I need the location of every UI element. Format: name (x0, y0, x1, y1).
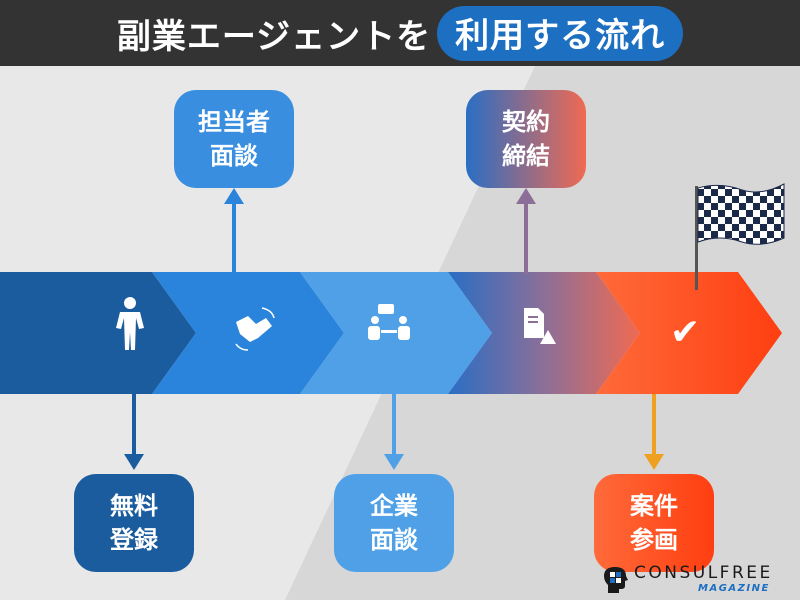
step-label-line2: 面談 (370, 526, 418, 554)
meeting-icon (368, 304, 410, 340)
checkmark-icon: ✔ (670, 312, 701, 353)
handshake-icon (235, 307, 275, 351)
step-box-company-interview: 企業 面談 (334, 474, 454, 572)
step-box-staff-interview: 担当者 面談 (174, 90, 294, 188)
step-box-free-registration: 無料 登録 (74, 474, 194, 572)
step-box-contract: 契約 締結 (466, 90, 586, 188)
step-label-line1: 契約 (502, 108, 550, 136)
arrow-to-step-1 (124, 394, 144, 470)
arrow-to-step-2 (224, 188, 244, 274)
logo-subtext: MAGAZINE (698, 583, 770, 594)
logo: CONSULFREE MAGAZINE (602, 563, 794, 597)
arrow-to-step-4 (516, 188, 536, 274)
step-label-line1: 案件 (630, 492, 678, 520)
step-box-project-join: 案件 参画 (594, 474, 714, 572)
step-label-line1: 担当者 (198, 108, 270, 136)
step-label-line1: 無料 (110, 492, 158, 520)
arrow-to-step-3 (384, 394, 404, 470)
logo-text: CONSULFREE (634, 563, 773, 583)
checkered-flag-icon (695, 183, 785, 290)
step-label-line1: 企業 (370, 492, 418, 520)
title-text: 副業エージェントを (116, 16, 432, 57)
flow-segment-1 (0, 272, 196, 394)
step-label-line2: 締結 (502, 142, 550, 170)
title-highlight: 利用する流れ (437, 5, 684, 61)
step-label-line2: 参画 (630, 526, 678, 554)
page-title: 副業エージェントを 利用する流れ (0, 0, 800, 66)
flow-segment-5 (596, 272, 782, 394)
step-label-line2: 面談 (210, 142, 258, 170)
arrow-to-step-5 (644, 394, 664, 470)
logo-head-icon (604, 567, 628, 593)
contract-icon (524, 308, 556, 344)
person-icon (116, 297, 144, 350)
step-label-line2: 登録 (110, 526, 158, 554)
process-flow (0, 272, 782, 394)
